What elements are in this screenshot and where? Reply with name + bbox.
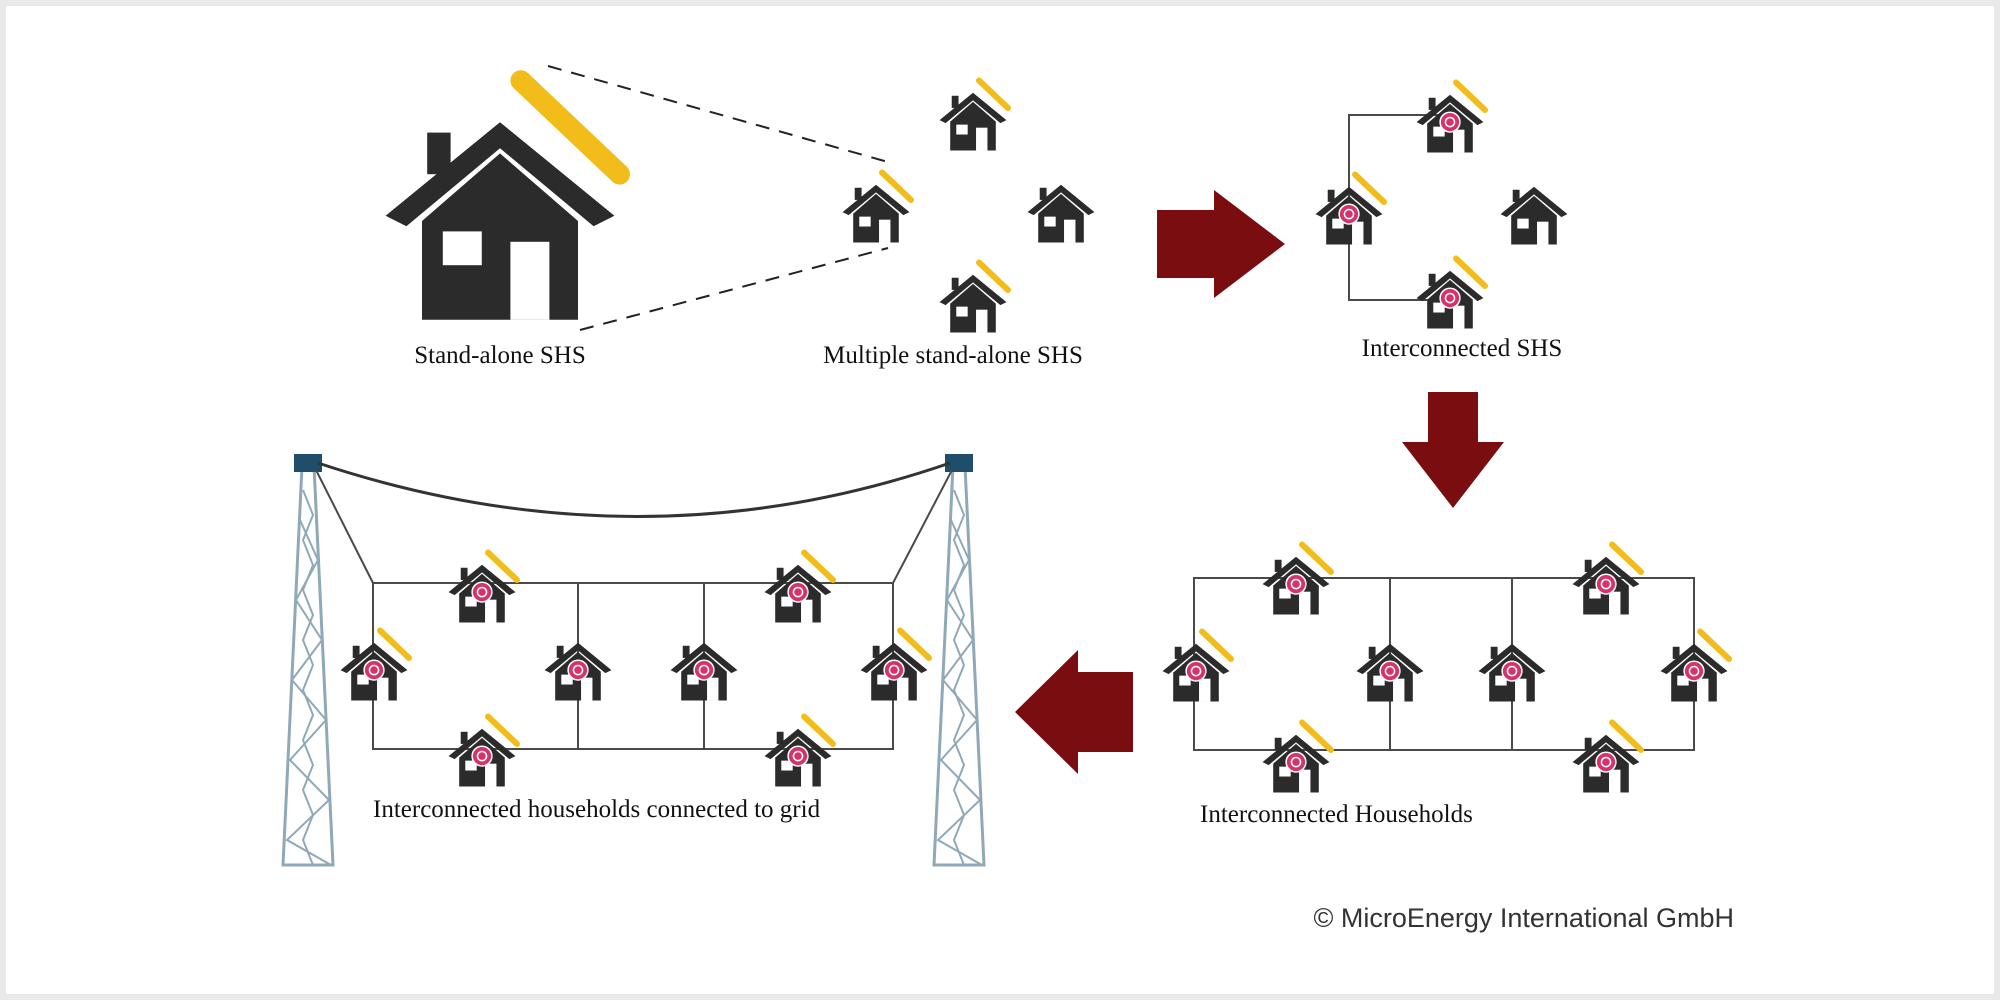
grid-tower-icon: [932, 454, 986, 867]
arrow-down-icon: [1402, 392, 1504, 508]
house-icon: [1163, 632, 1231, 702]
stage-interconnected-shs: Interconnected SHS: [1316, 83, 1568, 362]
house-icon: [1500, 186, 1568, 245]
house-icon: [341, 631, 409, 701]
house-icon: [449, 553, 517, 623]
house-icon: [843, 173, 911, 243]
grid-tower-icon: [281, 454, 335, 867]
house-icon: [1263, 545, 1331, 615]
copyright-notice: © MicroEnergy International GmbH: [1313, 903, 1734, 933]
house-icon: [765, 553, 833, 623]
arrow-right-icon: [1157, 190, 1285, 298]
label-interconnected-households: Interconnected Households: [1200, 801, 1473, 828]
house-icon: [449, 717, 517, 787]
drop-wire: [315, 469, 374, 584]
zoom-line-top: [547, 65, 889, 163]
arrow-left-icon: [1015, 650, 1133, 774]
house-icon: [940, 81, 1008, 151]
house-icon: [765, 717, 833, 787]
label-standalone-shs: Stand-alone SHS: [414, 342, 586, 369]
house-icon: [861, 631, 929, 701]
house-icon: [1573, 723, 1641, 793]
overhead-power-line: [317, 461, 951, 518]
label-multiple-standalone-shs: Multiple stand-alone SHS: [823, 342, 1083, 369]
drop-wire: [892, 469, 953, 584]
house-icon: [1573, 545, 1641, 615]
house-icon: [1027, 184, 1095, 243]
stage-standalone-shs: Stand-alone SHS: [386, 65, 889, 369]
label-grid-connected: Interconnected households connected to g…: [373, 796, 821, 823]
connection-wire: [1348, 114, 1448, 215]
stage-interconnected-households: Interconnected Households: [1163, 545, 1729, 828]
stage-multiple-standalone-shs: Multiple stand-alone SHS: [823, 81, 1095, 369]
house-icon: [1417, 83, 1485, 153]
house-icon: [1263, 723, 1331, 793]
label-interconnected-shs: Interconnected SHS: [1362, 335, 1563, 362]
house-icon: [1417, 259, 1485, 329]
house-icon: [940, 263, 1008, 333]
zoom-line-bottom: [579, 247, 889, 331]
house-icon: [386, 81, 620, 320]
stage-grid-connected: Interconnected households connected to g…: [281, 454, 986, 867]
